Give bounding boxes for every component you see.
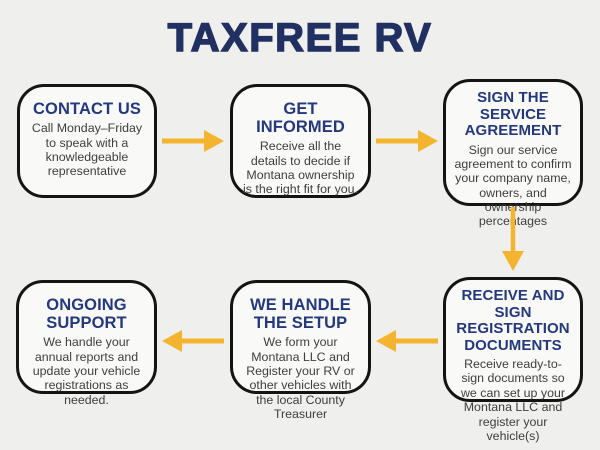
step-body: Sign our service agreement to confirm yo… xyxy=(454,142,572,229)
step-body: We handle your annual reports and update… xyxy=(32,335,141,407)
step-body: Receive ready-to-sign documents so we ca… xyxy=(460,357,565,443)
arrow-right-icon xyxy=(376,130,438,152)
step-heading: ONGOING SUPPORT xyxy=(46,296,127,333)
arrow-left-icon xyxy=(162,330,224,352)
step-heading: WE HANDLE THE SETUP xyxy=(250,296,351,333)
step-box-receive-sign-registration-documents: RECEIVE AND SIGN REGISTRATION DOCUMENTS … xyxy=(443,277,583,443)
step-box-get-informed: GET INFORMED Receive all the details to … xyxy=(230,84,371,198)
step-body: Call Monday–Friday to speak with a knowl… xyxy=(31,121,143,179)
step-box-ongoing-support: ONGOING SUPPORT We handle your annual re… xyxy=(16,280,157,407)
page-title: TAXFREE RV xyxy=(167,15,433,60)
step-heading: SIGN THE SERVICE AGREEMENT xyxy=(464,89,562,139)
step-heading: CONTACT US xyxy=(33,100,141,118)
step-body: We form your Montana LLC and Register yo… xyxy=(246,335,355,422)
step-box-contact-us: CONTACT US Call Monday–Friday to speak w… xyxy=(17,84,157,198)
step-box-sign-service-agreement: SIGN THE SERVICE AGREEMENT Sign our serv… xyxy=(443,79,583,228)
arrow-right-icon xyxy=(162,130,224,152)
arrow-left-icon xyxy=(376,330,438,352)
step-heading: GET INFORMED xyxy=(256,100,345,137)
arrow-down-icon xyxy=(502,207,524,271)
step-heading: RECEIVE AND SIGN REGISTRATION DOCUMENTS xyxy=(456,287,570,354)
step-box-we-handle-the-setup: WE HANDLE THE SETUP We form your Montana… xyxy=(230,280,371,421)
step-body: Receive all the details to decide if Mon… xyxy=(242,139,358,197)
